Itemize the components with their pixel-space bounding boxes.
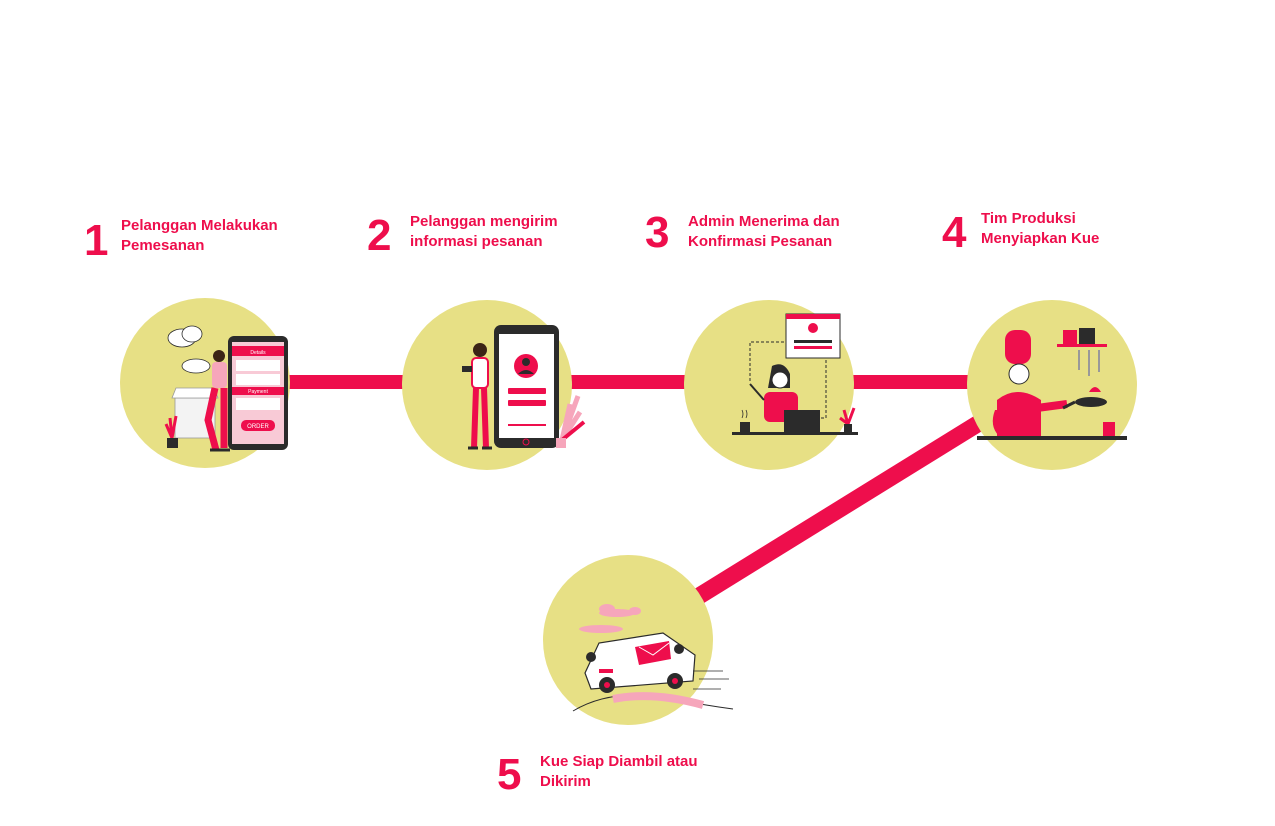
person-icon xyxy=(462,343,492,450)
plant-icon xyxy=(839,407,856,432)
profile-window-icon xyxy=(785,313,841,359)
person-icon xyxy=(204,350,230,452)
step-1-title-line-2: Pemesanan xyxy=(121,237,205,254)
phone-payment-label: Payment xyxy=(248,389,268,395)
step-4-number: 4 xyxy=(942,208,967,257)
step-5-title-line-1: Kue Siap Diambil atau xyxy=(540,753,698,770)
chef-hat-icon xyxy=(1005,330,1031,364)
counter-icon xyxy=(977,436,1127,440)
cloud-icon xyxy=(167,325,211,374)
step-1-title-line-1: Pelanggan Melakukan xyxy=(121,217,278,234)
step-5-illustration xyxy=(543,555,734,725)
step-3-title-line-2: Konfirmasi Pesanan xyxy=(688,233,833,250)
laptop-icon xyxy=(732,410,858,435)
step-3-title: Admin Menerima dan Konfirmasi Pesanan xyxy=(688,212,878,252)
jar-icon xyxy=(992,410,1115,436)
coffee-cup-icon xyxy=(740,409,750,432)
dashed-arrow xyxy=(749,341,784,382)
step-1-title: Pelanggan Melakukan Pemesanan xyxy=(121,216,311,256)
speed-lines xyxy=(693,670,729,690)
frying-pan-icon xyxy=(1062,387,1107,410)
step-1-number: 1 xyxy=(84,216,109,265)
phone-details-label: Details xyxy=(250,350,266,356)
step-3-title-line-1: Admin Menerima dan xyxy=(688,213,840,230)
step-2-number: 2 xyxy=(367,211,392,260)
phone-order-screen: Details Payment ORDER xyxy=(228,336,288,450)
phone-order-button: ORDER xyxy=(247,424,269,430)
delivery-van-icon xyxy=(584,632,696,693)
step-4-title-line-1: Tim Produksi xyxy=(981,210,1076,227)
road-shadow-icon xyxy=(612,692,705,709)
step-5-title-line-2: Dikirim xyxy=(540,773,591,790)
step-4-title-line-2: Menyiapkan Kue xyxy=(981,230,1100,247)
step-1-illustration: Details Payment ORDER xyxy=(120,298,290,468)
step-4-title: Tim Produksi Menyiapkan Kue xyxy=(981,209,1171,249)
step-2-title-line-1: Pelanggan mengirim xyxy=(410,213,558,230)
kitchen-shelf-icon xyxy=(1057,328,1107,376)
plant-icon xyxy=(164,415,178,448)
dashed-arrow xyxy=(812,360,827,419)
plant-icon xyxy=(556,395,586,448)
step-2-title-line-2: informasi pesanan xyxy=(410,233,543,250)
step-4-illustration xyxy=(967,300,1137,470)
step-2-title: Pelanggan mengirim informasi pesanan xyxy=(410,212,600,252)
cloud-icon xyxy=(599,604,641,617)
step-3-illustration xyxy=(684,300,858,470)
pink-cloud-icon xyxy=(579,625,623,633)
step-3-number: 3 xyxy=(645,208,670,257)
step-5-title: Kue Siap Diambil atau Dikirim xyxy=(540,752,730,792)
step-2-illustration xyxy=(402,300,586,470)
phone-login-screen xyxy=(494,325,559,448)
step-5-number: 5 xyxy=(497,750,522,799)
